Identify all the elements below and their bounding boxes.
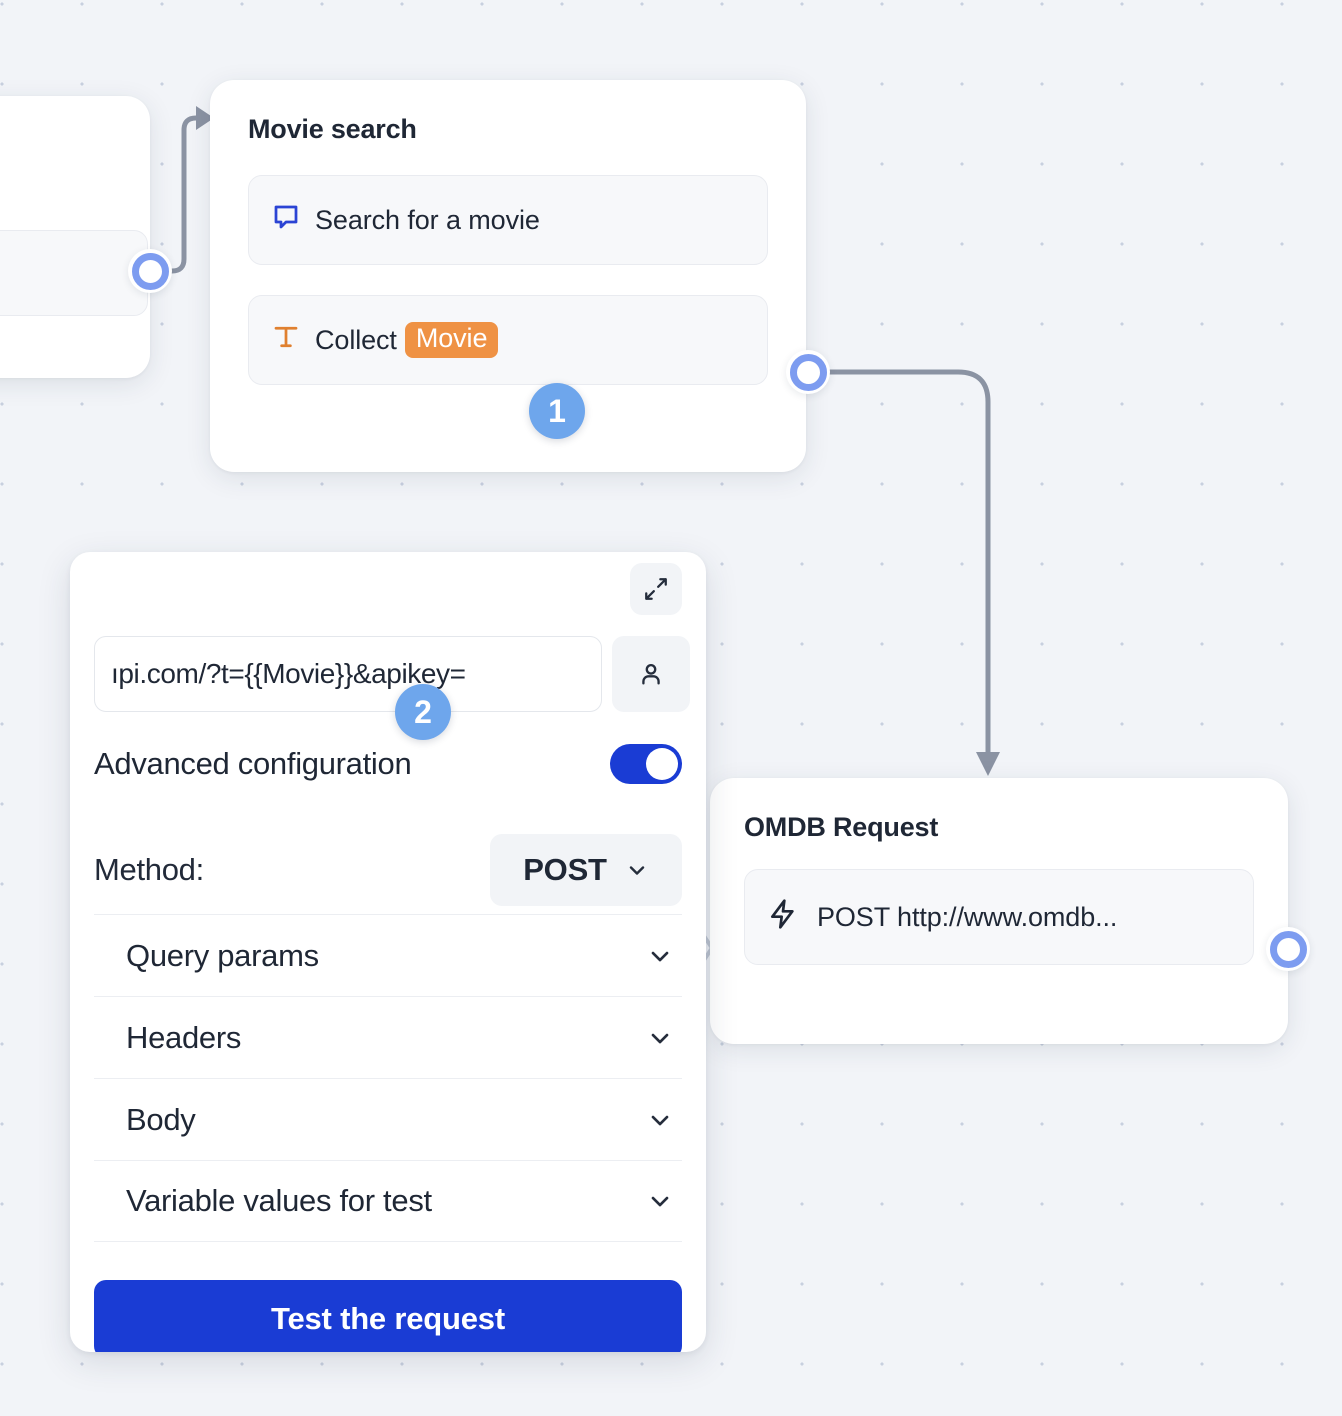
node-omdb-request-title: OMDB Request — [744, 812, 939, 842]
chevron-down-icon — [651, 951, 669, 961]
node-movie-search-title: Movie search — [248, 114, 417, 144]
port-omdb-request-output[interactable] — [1266, 927, 1310, 971]
url-user-variable-button[interactable] — [612, 636, 690, 712]
node-row-label: POST http://www.omdb... — [817, 901, 1118, 932]
config-accordion-list: Query params Headers Body Variable value… — [94, 914, 682, 1242]
method-select[interactable]: POST — [490, 834, 682, 906]
accordion-body[interactable]: Body — [94, 1078, 682, 1160]
accordion-label: Headers — [126, 1019, 242, 1055]
request-url-input[interactable] — [94, 636, 602, 712]
node-row-label: Search for a movie — [315, 204, 540, 235]
partial-node-row[interactable] — [0, 230, 148, 316]
node-row-collect-movie[interactable]: Collect Movie — [248, 295, 768, 385]
node-omdb-request[interactable]: OMDB Request POST http://www.omdb... — [710, 778, 1288, 1044]
accordion-query-params[interactable]: Query params — [94, 914, 682, 996]
advanced-configuration-label: Advanced configuration — [94, 746, 412, 781]
node-row-post-request[interactable]: POST http://www.omdb... — [744, 869, 1254, 965]
chevron-down-icon — [651, 1115, 669, 1125]
expand-diagonal-icon — [645, 578, 667, 600]
chevron-down-icon — [651, 1196, 669, 1207]
request-config-panel[interactable]: Advanced configuration Method: POST Quer… — [70, 552, 706, 1352]
lightning-bolt-icon — [767, 898, 799, 937]
url-field-row[interactable] — [94, 636, 690, 712]
node-movie-search[interactable]: Movie search Search for a movie Collect … — [210, 80, 806, 472]
test-the-request-button[interactable]: Test the request — [94, 1280, 682, 1352]
partial-node-offscreen[interactable] — [0, 96, 150, 378]
chevron-down-icon — [629, 866, 644, 875]
edge-left-to-movie — [153, 115, 203, 274]
node-row-label: Collect — [315, 324, 397, 355]
node-row-search-for-a-movie[interactable]: Search for a movie — [248, 175, 768, 265]
chevron-down-icon — [651, 1033, 669, 1043]
step-badge-1: 1 — [529, 383, 585, 439]
method-select-value: POST — [523, 852, 607, 887]
person-icon — [642, 663, 660, 685]
advanced-configuration-toggle[interactable] — [610, 744, 682, 784]
accordion-variable-values-for-test[interactable]: Variable values for test — [94, 1160, 682, 1242]
accordion-label: Body — [126, 1101, 196, 1137]
expand-panel-button[interactable] — [630, 563, 682, 615]
text-t-icon — [271, 322, 301, 359]
speech-bubble-icon — [271, 202, 301, 239]
edge-movie-to-omdb — [823, 369, 991, 755]
port-movie-search-output[interactable] — [786, 350, 830, 394]
accordion-label: Query params — [126, 937, 319, 973]
method-row: Method: POST — [94, 834, 682, 906]
advanced-configuration-row[interactable]: Advanced configuration — [94, 744, 682, 784]
edge-arrow-to-omdb — [976, 752, 1000, 776]
method-label: Method: — [94, 852, 204, 887]
port-partial-node-output[interactable] — [128, 249, 172, 293]
step-badge-2: 2 — [395, 684, 451, 740]
accordion-label: Variable values for test — [126, 1183, 432, 1218]
accordion-headers[interactable]: Headers — [94, 996, 682, 1078]
variable-token-movie[interactable]: Movie — [404, 322, 499, 358]
